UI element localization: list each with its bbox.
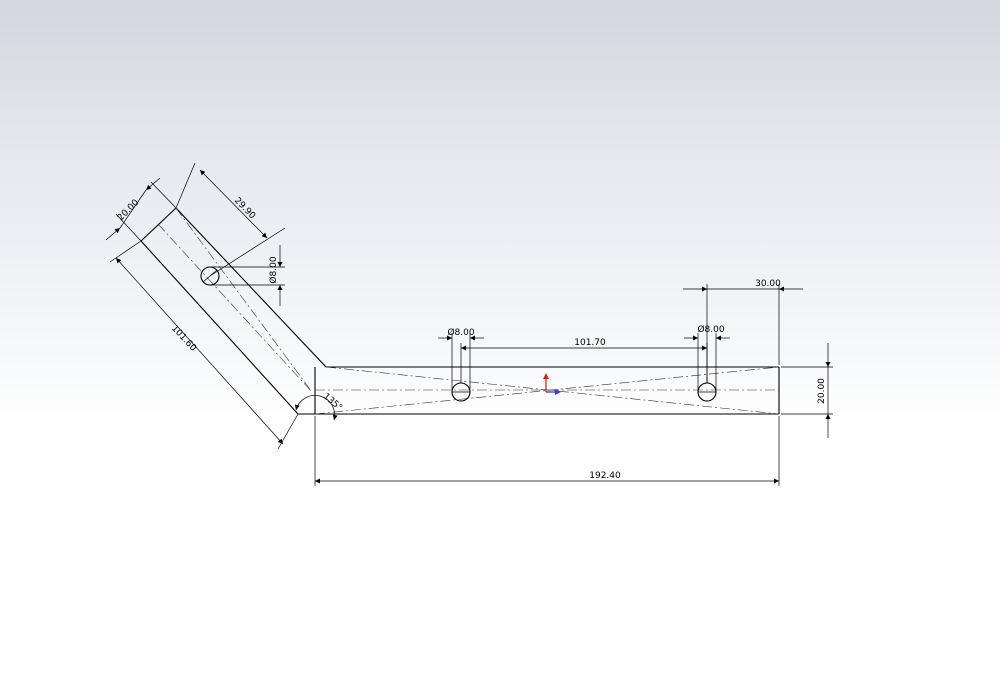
centerlines (157, 207, 780, 415)
dim-angled-length-label: 101.60 (169, 324, 198, 354)
dim-angled-width-label: 20.00 (116, 198, 141, 223)
dim-right-hole-dia-label: Ø8.00 (697, 324, 724, 335)
dim-hole-spacing-label: 101.70 (574, 338, 606, 348)
dimension-hole-spacing: 101.70 (460, 338, 708, 383)
dim-bar-height-label: 20.00 (817, 378, 827, 404)
dim-right-hole-offset-label: 30.00 (755, 279, 781, 289)
dim-total-length-label: 192.40 (589, 471, 621, 481)
dimension-bar-height: 20.00 (781, 343, 833, 438)
dimension-total-length: 192.40 (314, 416, 780, 486)
dim-left-hole-dia-label: Ø8.00 (447, 327, 474, 338)
origin-icon (543, 373, 561, 395)
dimension-angled-hole-dia: Ø8.00 (210, 245, 285, 306)
dim-bend-angle-label: 135° (321, 392, 344, 414)
dim-angled-hole-dia-label: Ø8.00 (268, 256, 279, 283)
dimension-right-hole-dia: Ø8.00 (684, 324, 730, 392)
dim-angled-hole-offset-label: 29.90 (232, 196, 257, 222)
dimension-right-hole-offset: 30.00 (683, 279, 803, 383)
dimension-bend-angle: 135° (294, 392, 344, 421)
dimension-angled-width: 20.00 (105, 177, 177, 242)
dimension-left-hole-dia: Ø8.00 (438, 327, 484, 392)
